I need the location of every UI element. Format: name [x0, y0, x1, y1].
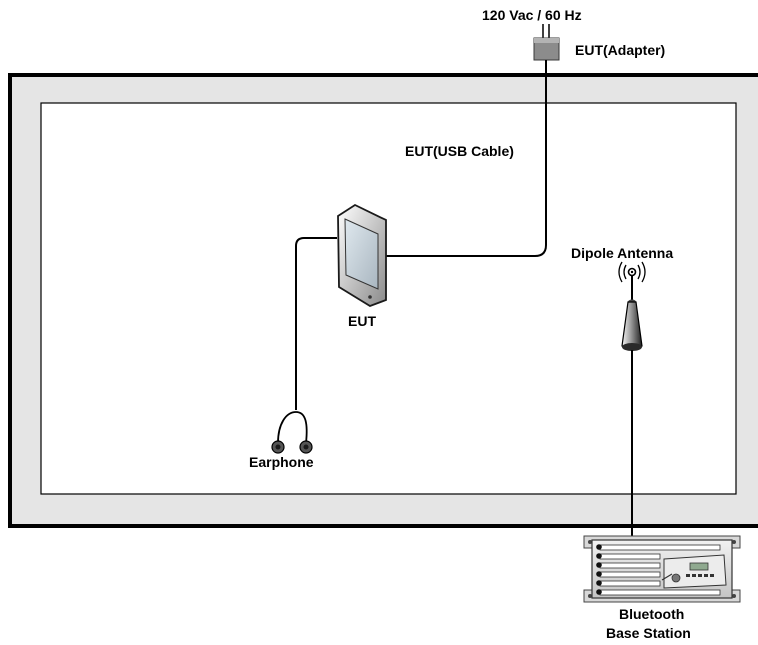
earphone-y-split	[277, 411, 308, 444]
tablet-icon	[337, 203, 387, 307]
bluetooth-base-station-icon	[583, 535, 741, 603]
antenna-signal-icon	[618, 261, 646, 283]
chamber-inner-area	[40, 102, 737, 495]
base-station-label-line1: Bluetooth	[619, 606, 685, 622]
dipole-antenna-icon	[621, 299, 643, 351]
usb-cable-label: EUT(USB Cable)	[405, 143, 514, 159]
power-plug-icon	[542, 24, 550, 38]
adapter-label: EUT(Adapter)	[575, 42, 666, 58]
antenna-label: Dipole Antenna	[571, 245, 674, 261]
eut-label: EUT	[348, 313, 376, 329]
base-station-label-line2: Base Station	[606, 625, 691, 641]
adapter-icon	[533, 37, 560, 61]
earphone-icon	[271, 440, 313, 454]
usb-cable	[385, 60, 547, 257]
earphone-label: Earphone	[249, 454, 314, 470]
power-supply-label: 120 Vac / 60 Hz	[482, 7, 582, 23]
earphone-cable	[295, 237, 337, 410]
